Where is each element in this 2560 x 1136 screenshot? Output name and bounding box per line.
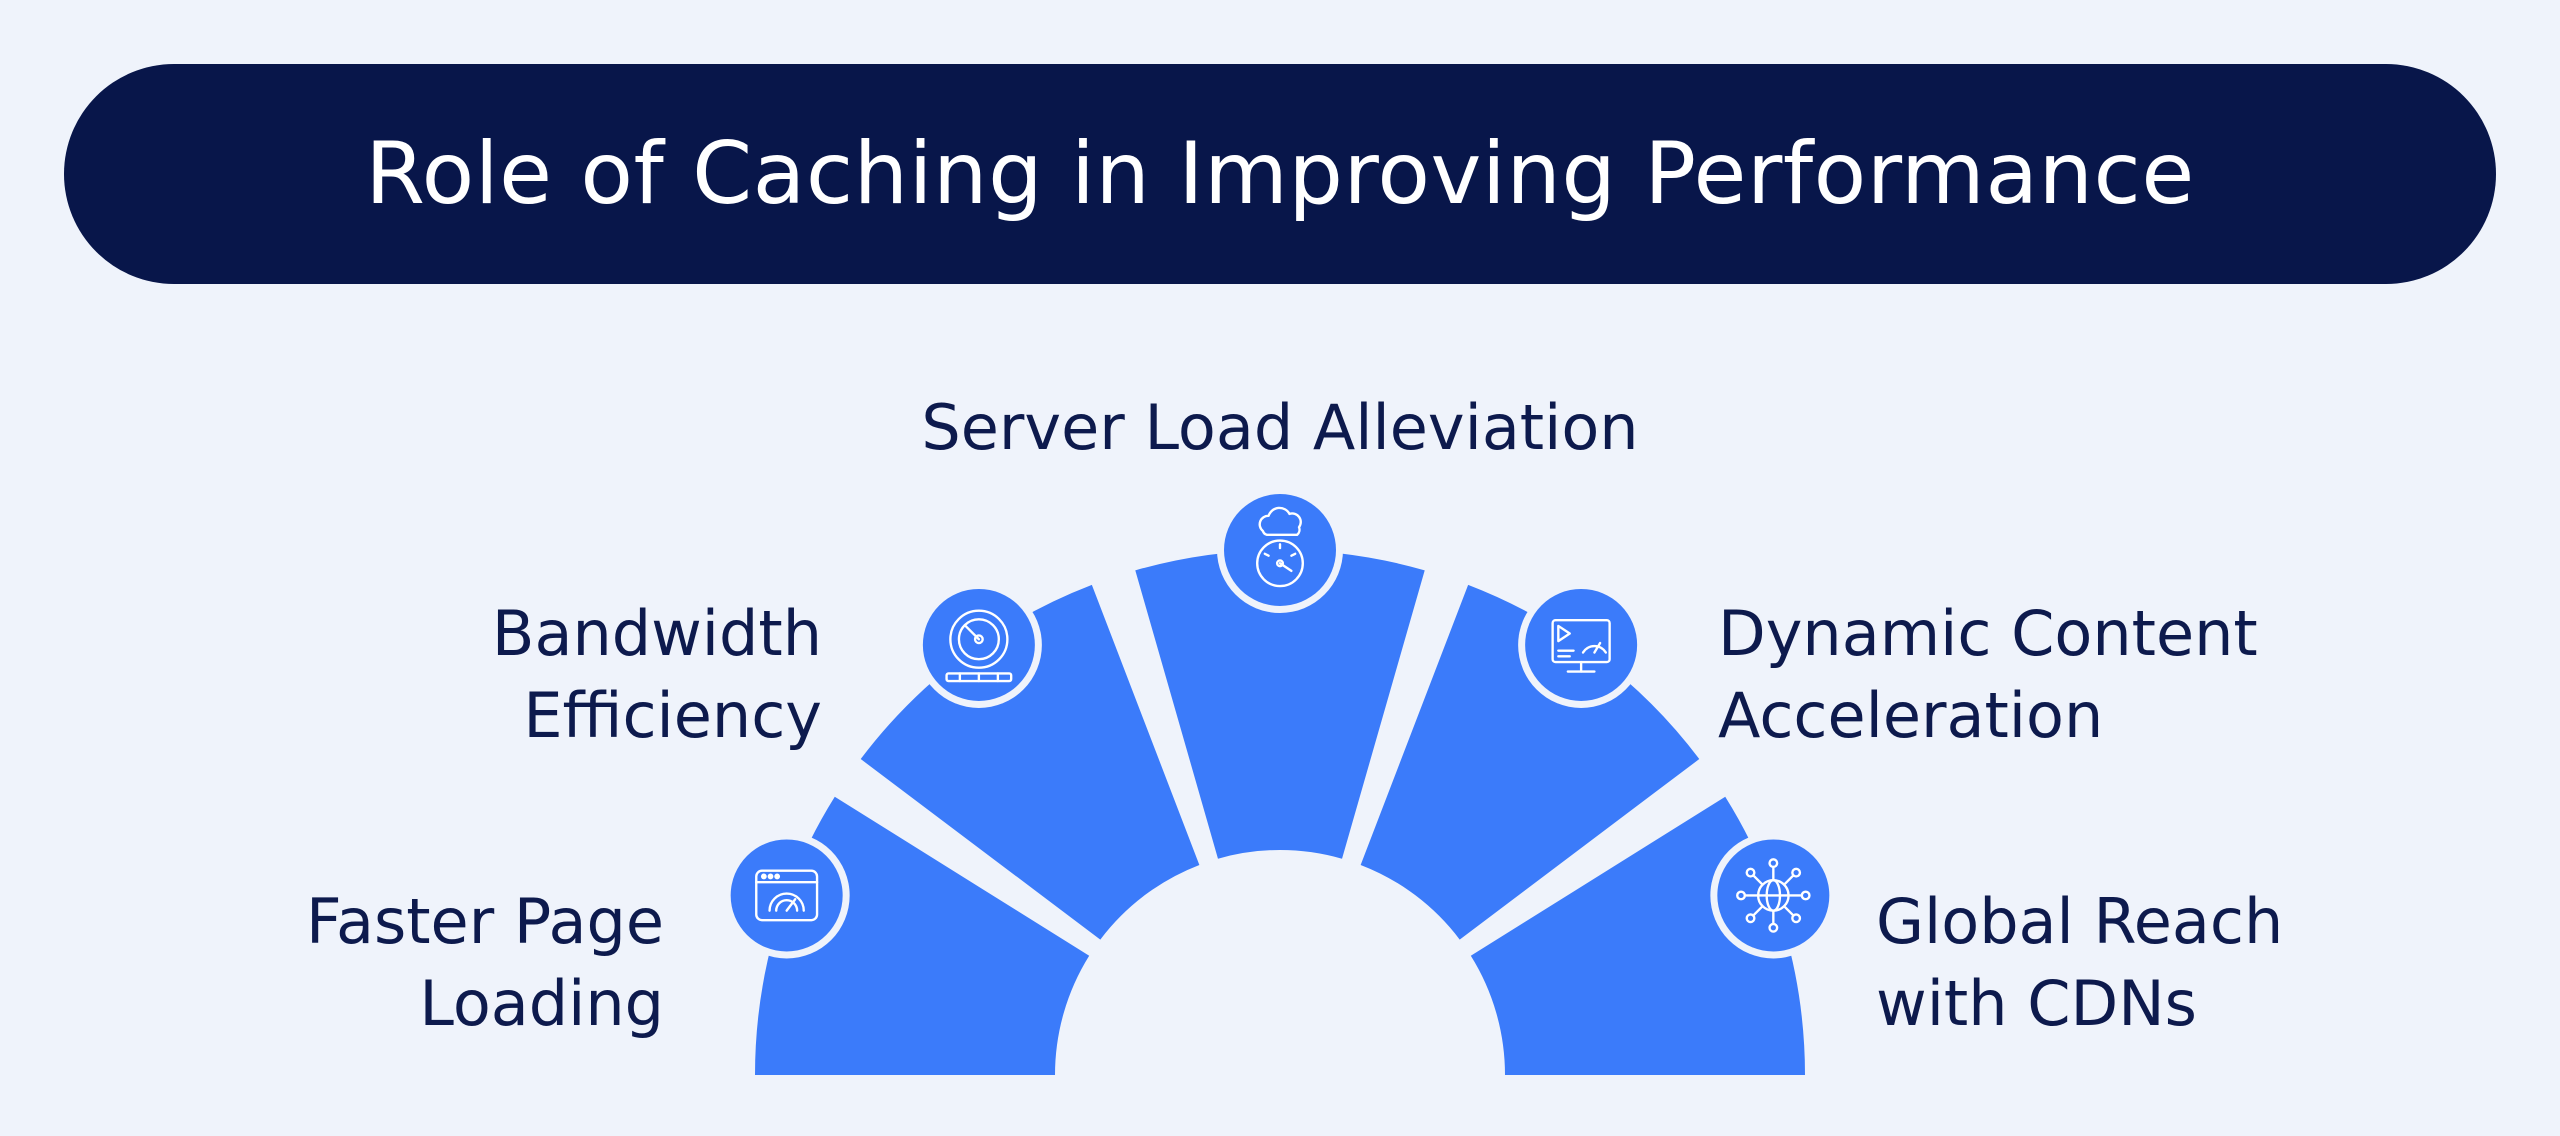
label-line: Bandwidth xyxy=(491,597,822,670)
segment-server-load-alleviation xyxy=(1135,549,1425,859)
label-line: Acceleration xyxy=(1718,679,2104,752)
monitor-dashboard-icon xyxy=(1518,581,1645,708)
label-bandwidth-efficiency: Bandwidth Efficiency xyxy=(492,593,822,757)
cloud-speedometer-icon xyxy=(1217,487,1343,613)
label-dynamic-content-acceleration: Dynamic Content Acceleration xyxy=(1718,593,2258,757)
globe-network-icon xyxy=(1710,832,1837,959)
page-title: Role of Caching in Improving Performance xyxy=(365,124,2195,224)
segments-layer xyxy=(755,549,1805,1075)
label-line: with CDNs xyxy=(1876,967,2197,1040)
label-line: Loading xyxy=(419,967,664,1040)
label-global-reach-with-cdns: Global Reach with CDNs xyxy=(1876,881,2283,1045)
label-line: Global Reach xyxy=(1876,885,2284,958)
browser-speedometer-icon xyxy=(723,832,850,959)
label-line: Faster Page xyxy=(305,885,664,958)
label-server-load-alleviation: Server Load Alleviation xyxy=(880,387,1680,469)
gauge-icon xyxy=(915,581,1042,708)
label-line: Dynamic Content xyxy=(1718,597,2258,670)
label-faster-page-loading: Faster Page Loading xyxy=(306,881,664,1045)
label-line: Server Load Alleviation xyxy=(921,391,1639,464)
icons-layer xyxy=(723,487,1837,959)
label-line: Efficiency xyxy=(523,679,822,752)
title-banner: Role of Caching in Improving Performance xyxy=(64,64,2496,284)
